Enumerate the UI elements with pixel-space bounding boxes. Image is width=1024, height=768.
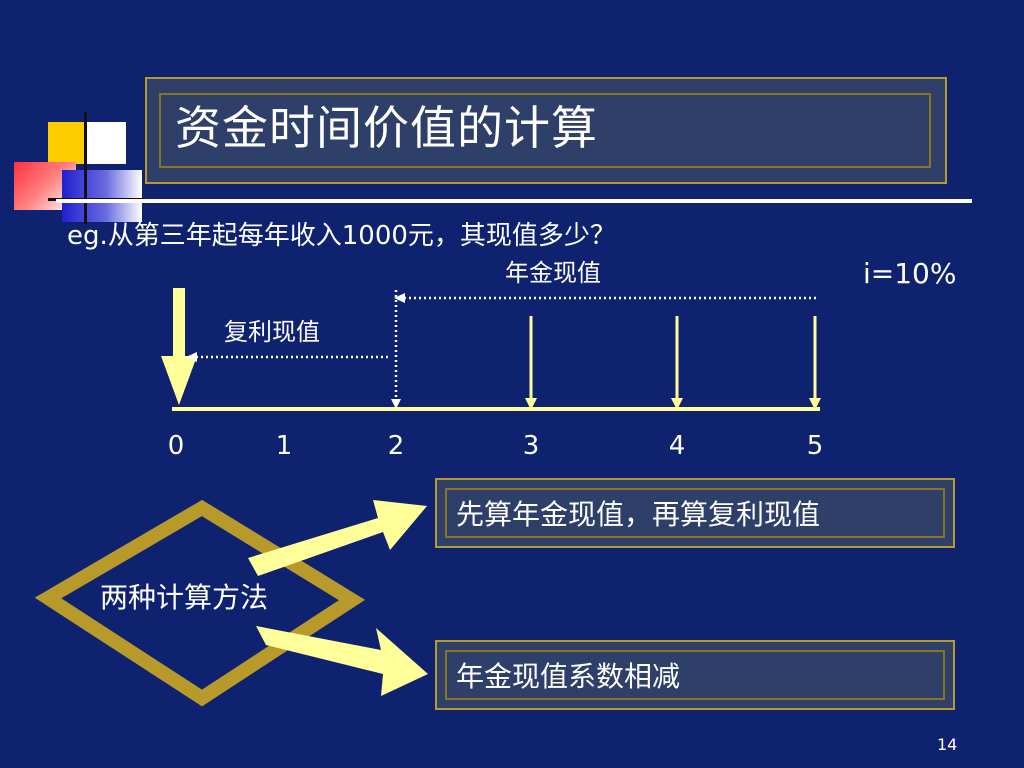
tick-label-0: 0 — [167, 431, 185, 461]
method-box-1-inner — [445, 488, 945, 538]
present-value-arrow-shaft — [173, 288, 185, 358]
page-number: 14 — [937, 735, 958, 754]
two-methods-label: 两种计算方法 — [100, 581, 269, 614]
cashflow-arrowhead-4 — [671, 398, 683, 410]
title-rule — [56, 199, 972, 203]
cashflow-arrowhead-5 — [809, 398, 821, 410]
question-text: eg.从第三年起每年收入1000元，其现值多少？ — [67, 221, 616, 251]
annuity-present-value-label: 年金现值 — [505, 259, 601, 287]
method-box-2-inner — [445, 650, 945, 700]
dotted-vertical-2-head — [391, 399, 401, 409]
method-2-text: 年金现值系数相减 — [456, 660, 681, 693]
compound-present-value-label: 复利现值 — [224, 318, 320, 346]
title-frame — [145, 77, 947, 184]
compound-dotted-head — [186, 352, 197, 362]
method-1-text: 先算年金现值，再算复利现值 — [456, 498, 821, 531]
tick-label-5: 5 — [806, 431, 824, 461]
deco-vertical-line — [84, 112, 87, 224]
deco-yellow-square — [48, 122, 86, 164]
title-frame-inner — [159, 93, 931, 168]
deco-blue-gradient-square — [62, 170, 142, 222]
method-box-1 — [435, 478, 955, 548]
cashflow-arrowhead-3 — [525, 398, 537, 410]
slide-title: 资金时间价值的计算 — [175, 101, 598, 155]
tick-label-3: 3 — [522, 431, 540, 461]
method-arrow-lower — [256, 626, 428, 696]
tick-label-4: 4 — [668, 431, 686, 461]
annuity-dotted-head — [394, 293, 405, 303]
method-diamond — [34, 499, 366, 707]
method-arrow-upper — [248, 500, 427, 576]
deco-white-square — [86, 122, 126, 164]
tick-label-2: 2 — [387, 431, 405, 461]
method-box-2 — [435, 640, 955, 710]
interest-rate: i=10% — [863, 257, 957, 290]
present-value-arrow-head — [161, 356, 197, 405]
tick-label-1: 1 — [275, 431, 293, 461]
